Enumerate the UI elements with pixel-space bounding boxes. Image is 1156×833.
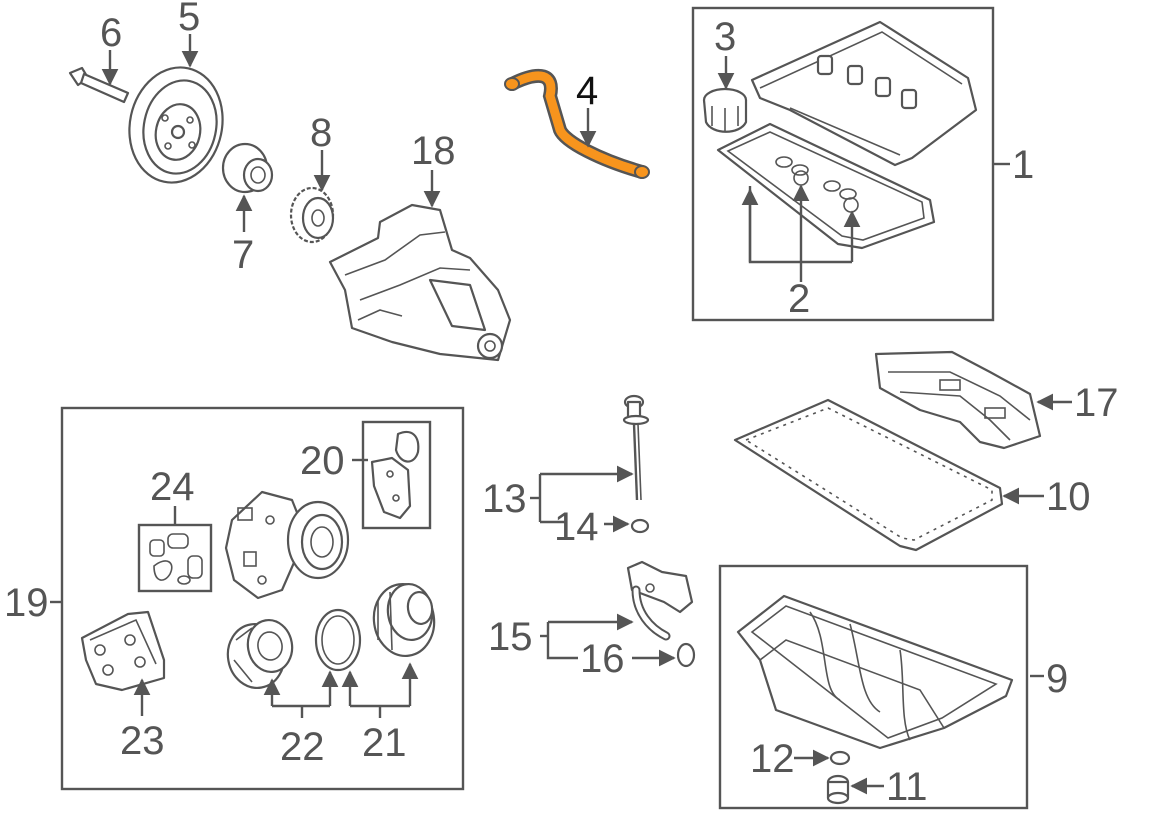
callout-1: 1 (1012, 143, 1034, 187)
callout-labels: 6 5 7 8 18 4 3 1 2 17 10 13 14 15 16 9 1… (4, 0, 1119, 809)
valve-cover-part[interactable] (750, 20, 978, 167)
dipstick-o-ring-part[interactable] (630, 518, 650, 534)
oil-filter-housing-part[interactable] (224, 490, 350, 600)
oil-pan-gasket-part[interactable] (733, 398, 1004, 552)
dipstick-part[interactable] (622, 394, 650, 501)
oil-pan-part[interactable] (736, 594, 1014, 750)
crankcase-vent-hose-part[interactable] (504, 69, 650, 179)
valve-cover-group-box (691, 6, 995, 322)
callout-23: 23 (120, 719, 165, 763)
callout-20: 20 (300, 439, 345, 483)
crank-bolt-part[interactable] (68, 66, 130, 104)
callout-17: 17 (1074, 381, 1119, 425)
callout-13: 13 (482, 477, 527, 521)
drain-plug-seal-part[interactable] (829, 750, 851, 766)
callout-15: 15 (488, 615, 533, 659)
oil-pan-group-box (718, 564, 1029, 810)
callout-19: 19 (4, 581, 49, 625)
callout-4: 4 (576, 69, 598, 113)
part-20-box (361, 420, 432, 530)
dipstick-tube-part[interactable] (626, 560, 694, 641)
cooler-gasket-set-part[interactable] (149, 533, 203, 585)
callout-16: 16 (580, 637, 625, 681)
crank-pulley-part[interactable] (119, 59, 233, 192)
callout-2: 2 (788, 277, 810, 321)
filter-housing-gasket-part[interactable] (370, 430, 420, 520)
tube-o-ring-part[interactable] (676, 642, 696, 668)
crank-sprocket-part[interactable] (289, 186, 335, 244)
callout-12: 12 (750, 737, 795, 781)
callout-3: 3 (714, 15, 736, 59)
callout-24: 24 (150, 465, 195, 509)
callout-14: 14 (554, 505, 599, 549)
callout-22: 22 (280, 725, 325, 769)
callout-7: 7 (232, 233, 254, 277)
callout-11: 11 (886, 765, 928, 809)
leader-lines (50, 34, 1072, 795)
callout-18: 18 (411, 129, 456, 173)
callout-8: 8 (310, 111, 332, 155)
callout-10: 10 (1046, 475, 1091, 519)
drain-plug-part[interactable] (826, 774, 850, 805)
oil-filter-group-box (60, 406, 465, 791)
oil-cooler-part[interactable] (80, 610, 166, 692)
oil-baffle-part[interactable] (874, 350, 1042, 450)
oil-filter-cap-part[interactable] (369, 580, 438, 660)
valve-cover-gasket-part[interactable] (716, 122, 936, 250)
oil-filler-cap-part[interactable] (702, 87, 748, 133)
callout-9: 9 (1046, 657, 1068, 701)
callout-6: 6 (100, 11, 122, 55)
callout-21: 21 (362, 721, 407, 765)
callout-5: 5 (178, 0, 200, 39)
oil-filter-element-part[interactable] (223, 617, 296, 693)
timing-cover-part[interactable] (328, 203, 512, 362)
crank-spacer-part[interactable] (221, 142, 274, 194)
filter-o-ring-part[interactable] (314, 608, 362, 672)
